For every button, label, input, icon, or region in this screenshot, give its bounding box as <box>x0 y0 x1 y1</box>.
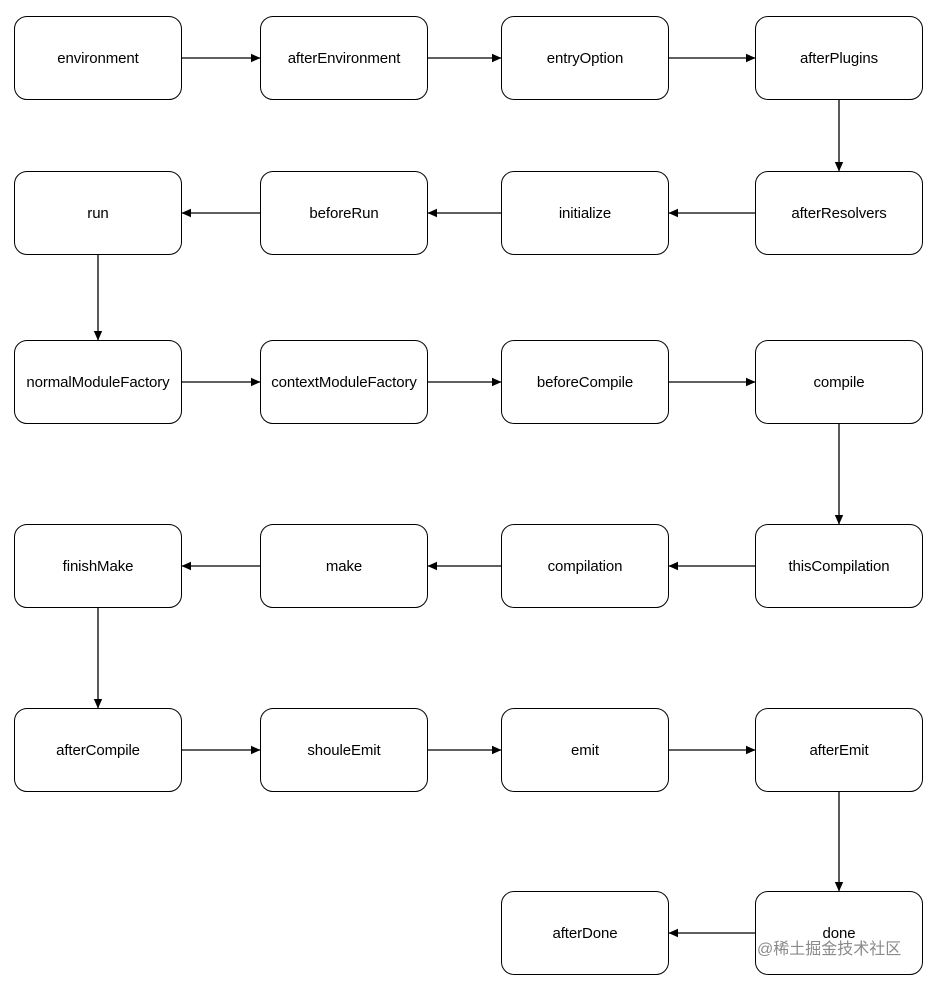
node-context-module-factory: contextModuleFactory <box>260 340 428 424</box>
node-run: run <box>14 171 182 255</box>
node-normal-module-factory: normalModuleFactory <box>14 340 182 424</box>
node-make: make <box>260 524 428 608</box>
node-entry-option: entryOption <box>501 16 669 100</box>
node-environment: environment <box>14 16 182 100</box>
node-emit: emit <box>501 708 669 792</box>
node-after-plugins: afterPlugins <box>755 16 923 100</box>
watermark-text: @稀土掘金技术社区 <box>757 941 902 958</box>
node-after-done: afterDone <box>501 891 669 975</box>
node-done: done <box>755 891 923 975</box>
node-finish-make: finishMake <box>14 524 182 608</box>
node-shoule-emit: shouleEmit <box>260 708 428 792</box>
node-compile: compile <box>755 340 923 424</box>
node-this-compilation: thisCompilation <box>755 524 923 608</box>
node-after-compile: afterCompile <box>14 708 182 792</box>
node-after-environment: afterEnvironment <box>260 16 428 100</box>
node-before-run: beforeRun <box>260 171 428 255</box>
node-initialize: initialize <box>501 171 669 255</box>
node-compilation: compilation <box>501 524 669 608</box>
node-after-resolvers: afterResolvers <box>755 171 923 255</box>
node-before-compile: beforeCompile <box>501 340 669 424</box>
node-after-emit: afterEmit <box>755 708 923 792</box>
